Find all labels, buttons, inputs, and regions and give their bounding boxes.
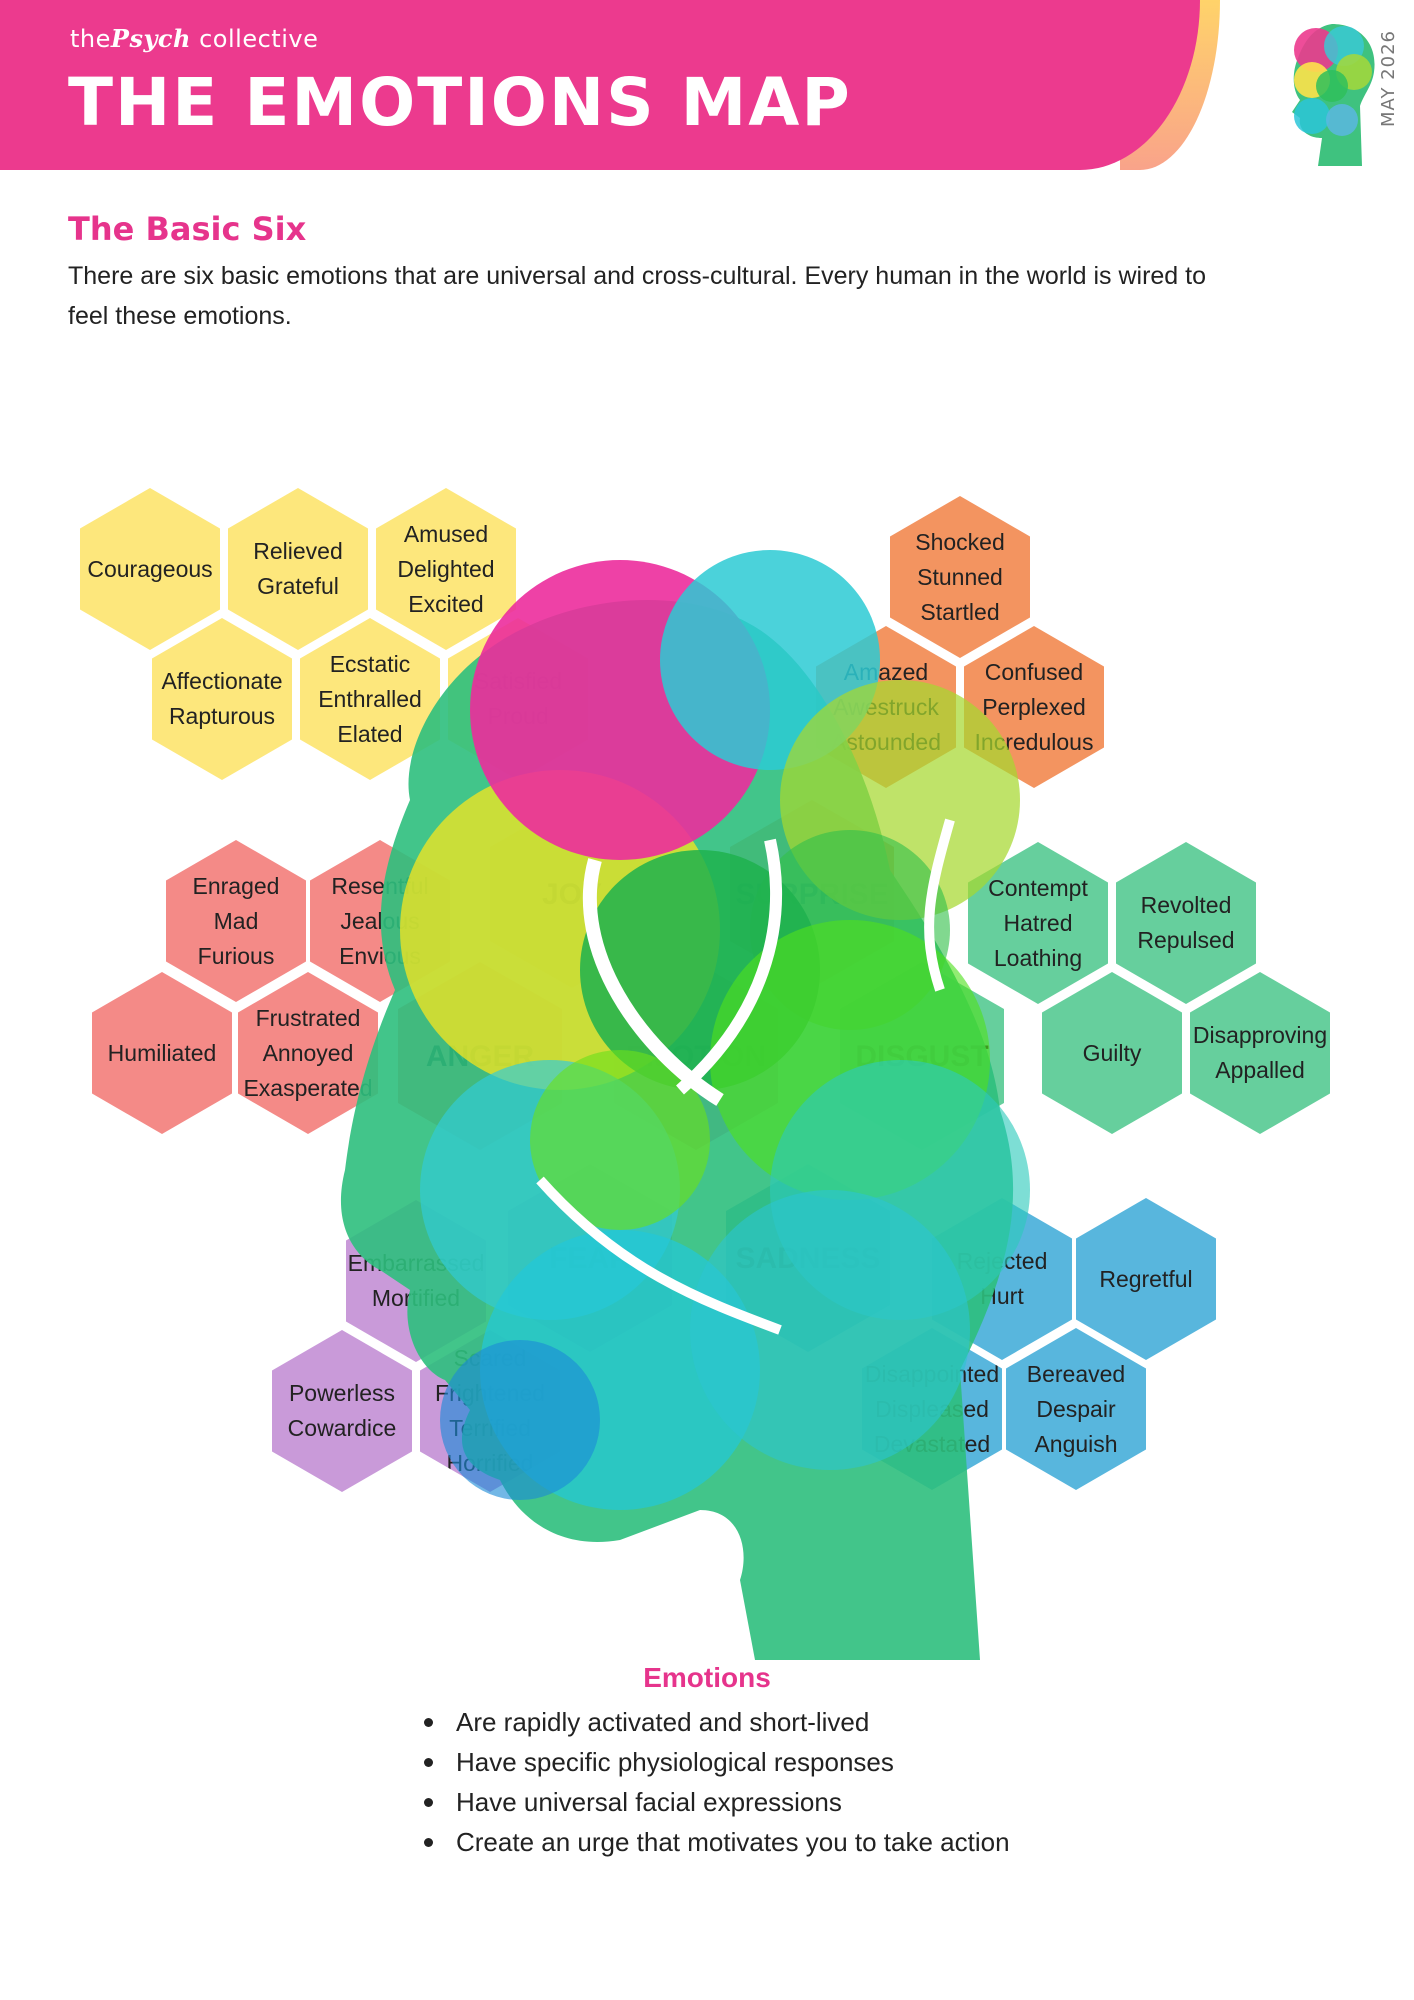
brand-logo-text: thePsych collective (70, 24, 318, 53)
hex-regretful: Regretful (1076, 1198, 1216, 1360)
hex-humiliated: Humiliated (92, 972, 232, 1134)
brand-prefix: the (70, 25, 111, 53)
brand-script: Psych (110, 24, 191, 53)
hex-label: Humiliated (107, 1039, 217, 1066)
core-disgust: DISGUST (840, 962, 1004, 1150)
core-emotion: EMOTION (614, 962, 778, 1150)
core-anger: ANGER (398, 962, 562, 1150)
facts-list: Are rapidly activated and short-lived Ha… (420, 1702, 1010, 1862)
core-surprise: SURPRISE (730, 800, 894, 988)
list-item: Are rapidly activated and short-lived (420, 1702, 1010, 1742)
head-logo-icon (1292, 24, 1375, 166)
core-sadness: SADNESS (726, 1164, 890, 1352)
hex-guilty: Guilty (1042, 972, 1182, 1134)
facts-title: Emotions (643, 1662, 771, 1693)
list-item: Have universal facial expressions (420, 1782, 1010, 1822)
core-label: SADNESS (735, 1241, 881, 1275)
core-label: FEAR (549, 1241, 631, 1275)
hex-label: Regretful (1099, 1265, 1193, 1292)
hex-label: Guilty (1082, 1039, 1142, 1066)
core-fear: FEAR (508, 1164, 672, 1352)
core-joy: JOY (490, 800, 654, 988)
intro-paragraph: There are six basic emotions that are un… (68, 262, 1207, 330)
core-label: JOY (541, 877, 603, 911)
list-item: Have specific physiological responses (420, 1742, 1010, 1782)
core-label: SURPRISE (735, 877, 889, 911)
page-title: THE EMOTIONS MAP (68, 64, 852, 141)
core-label: EMOTION (626, 1039, 766, 1073)
list-item: Create an urge that motivates you to tak… (420, 1822, 1010, 1862)
core-label: DISGUST (855, 1039, 989, 1073)
hex-courageous: Courageous (80, 488, 220, 650)
section-heading: The Basic Six (68, 210, 307, 248)
issue-date: MAY 2026 (1378, 30, 1399, 127)
brand-suffix: collective (199, 25, 319, 53)
header-banner (0, 0, 1200, 170)
core-label: ANGER (425, 1039, 535, 1073)
hex-label: Courageous (87, 555, 213, 582)
